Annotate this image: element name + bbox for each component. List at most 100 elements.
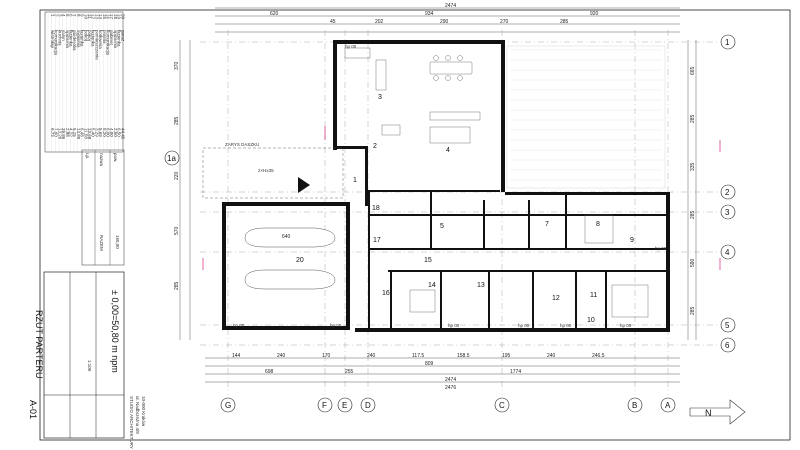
top-dimension-chain [215, 7, 680, 33]
bottom-detail-dimension: 144 [232, 353, 241, 359]
bottom-total-alt-dimension: 2476 [445, 385, 456, 391]
legend-row-number: 4 [61, 14, 66, 17]
bottom-segment-2: 255 [345, 369, 354, 375]
room-1: 1 [353, 177, 357, 184]
axis-bubble-horizontal: 2 [720, 184, 736, 200]
top-segment-1: 620 [270, 11, 279, 17]
legend-row-number: 11 [87, 14, 92, 19]
room-5: 5 [440, 223, 444, 230]
level-mark-6: hp 00 [560, 323, 572, 328]
level-mark-2: hp 00 [233, 323, 245, 328]
axis-bubble-vertical: A [660, 397, 676, 413]
room-16: 16 [382, 290, 390, 297]
legend-row-number: 3 [57, 14, 62, 17]
legend-row-area: 39,86 [61, 128, 66, 140]
room-13: 13 [477, 282, 485, 289]
axis-bubble-horizontal: 3 [720, 204, 736, 220]
legend-row-name: kotłownia [98, 30, 103, 49]
axis-bubble-horizontal: 5 [720, 317, 736, 333]
section-markers [202, 126, 721, 270]
legend-row-number: 1 [50, 14, 55, 17]
legend-row-name: garaż [120, 30, 125, 42]
top-detail-3: 290 [440, 19, 449, 25]
axis-bubble-horizontal: 4 [720, 244, 736, 260]
legend-row-number: 12 [91, 14, 96, 20]
scale-label: 1:100 [87, 360, 92, 372]
legend-row-area: 2,88 [65, 128, 70, 137]
bottom-total-dimension: 2474 [445, 377, 456, 383]
north-arrow-icon: N [689, 399, 746, 425]
right-side-dimension: 285 [690, 210, 696, 219]
legend-row-name: gabinet [109, 30, 114, 46]
terrace-note: 2×Hx35 [258, 168, 274, 173]
north-arrow-label: N [705, 408, 712, 418]
legend-row-name: spiżarnia [113, 30, 118, 49]
bottom-segment-1: 698 [265, 369, 274, 375]
legend-row-number: 18 [113, 14, 118, 20]
furniture [344, 47, 649, 318]
legend-row-area: 13,68 [87, 128, 92, 140]
legend-row-name: pokój [83, 30, 88, 41]
legend-row-number: 16 [106, 14, 111, 20]
garage-cars [244, 227, 336, 290]
level-mark-1: hp 00 [345, 44, 357, 49]
legend-row-name: sypialnia [76, 30, 81, 48]
legend-row-area: 6,50 [117, 128, 122, 137]
top-total-dimension: 2474 [445, 3, 456, 9]
bottom-dimension-chain [205, 357, 680, 383]
bottom-detail-dimension: 240 [277, 353, 286, 359]
legend-row-name: komunikacja [54, 30, 59, 56]
axis-label: 5 [725, 321, 730, 330]
top-detail-5: 285 [560, 19, 569, 25]
roof-outline-label: ZARYS DASZKU [225, 142, 259, 147]
plan-title: RZUT PARTERU [34, 310, 44, 379]
legend-row-name: komunikacja [106, 30, 111, 56]
axis-label: D [365, 401, 371, 410]
legend-row-area: 14,89 [76, 128, 81, 140]
title-block: RZUT PARTERU ± 0,00=50,80 m npm 1:100 A-… [28, 271, 146, 449]
legend-row-name: łazienka [80, 30, 85, 47]
legend-row-area: 5,15 [72, 128, 77, 137]
legend-row-name: wiatrołap [50, 30, 55, 49]
axis-label: A [665, 401, 671, 410]
bottom-segment-3: 809 [425, 361, 434, 367]
axis-bubble-vertical: B [627, 397, 643, 413]
summary-total-label: RAZEM [99, 235, 104, 251]
legend-row-number: 5 [65, 14, 70, 17]
room-9: 9 [630, 237, 634, 244]
summary-table-header: nazwa [99, 153, 104, 167]
axis-label-1a: 1a [167, 154, 176, 163]
legend-row-number: 6 [69, 14, 74, 17]
bottom-segment-4: 1774 [510, 369, 521, 375]
legend-row-name: pralnia [102, 30, 107, 44]
legend-row-number: 19 [117, 14, 122, 20]
legend-row-name: łazienka [69, 30, 74, 47]
legend-row-number: 20 [120, 14, 125, 20]
axis-bubble-horizontal: 6 [720, 337, 736, 353]
legend-row-area: 6,48 [80, 128, 85, 137]
level-mark-8: hp 00 [655, 246, 667, 251]
top-detail-4: 270 [500, 19, 509, 25]
terrace-hatch [506, 45, 666, 189]
legend-row-area: 5,69 [98, 128, 103, 137]
axis-label: 3 [725, 208, 730, 217]
room-14: 14 [428, 282, 436, 289]
office-line-1: STUDIO ARCHITEKTURY [129, 396, 134, 449]
level-mark-4: hp 00 [448, 323, 460, 328]
axis-label: B [632, 401, 637, 410]
sheet-frame [39, 9, 791, 441]
sheet-number: A-01 [28, 400, 38, 419]
left-side-dimension: 220 [174, 171, 180, 180]
right-side-dimension: 335 [690, 162, 696, 171]
axis-label: C [499, 401, 505, 410]
